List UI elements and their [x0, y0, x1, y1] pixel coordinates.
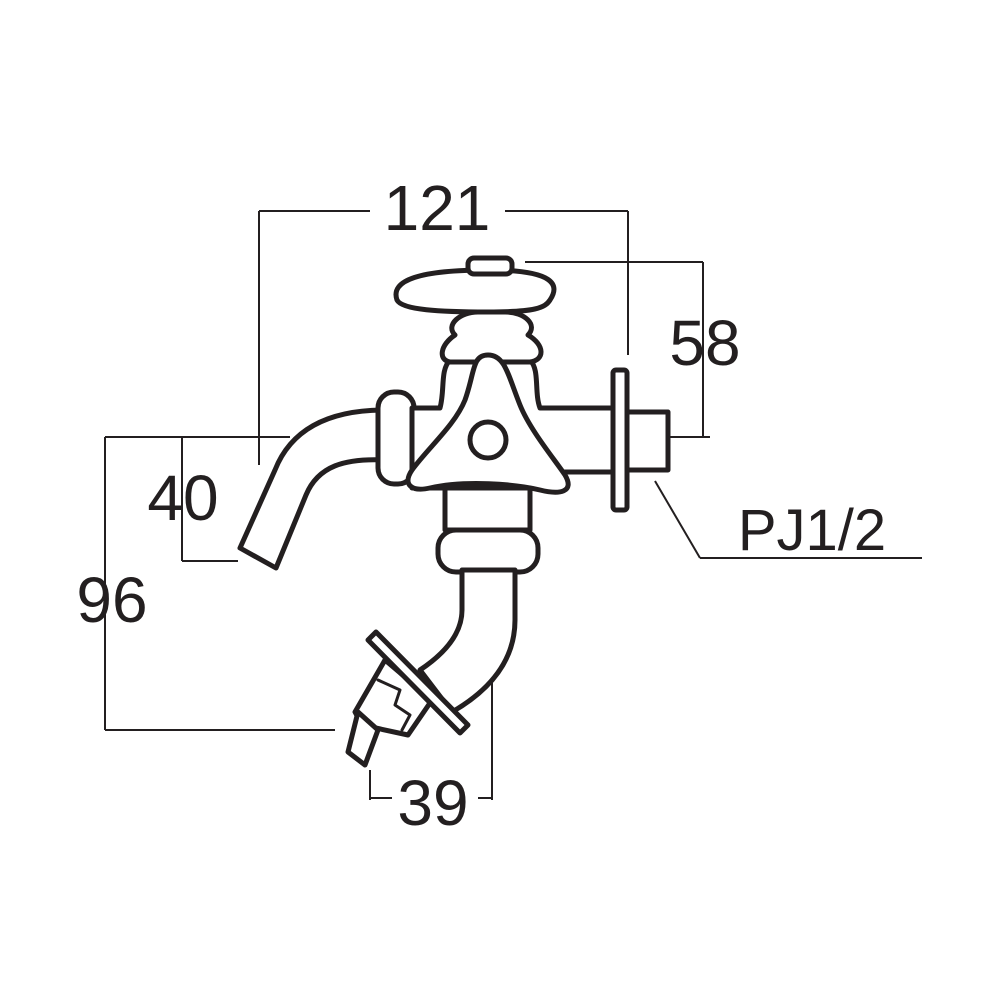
dimension-40: 40: [147, 436, 290, 562]
faucet-body: [237, 255, 671, 768]
top-handle: [393, 267, 557, 315]
handle-cap: [465, 255, 515, 277]
locking-plate: [365, 629, 471, 736]
hose-fitting-ridges: [376, 678, 412, 732]
handle-screw: [467, 419, 509, 461]
dimension-58-label: 58: [669, 307, 740, 379]
left-spout: [237, 407, 388, 571]
lower-outlet-pipe: [417, 567, 518, 715]
dimension-121-label: 121: [384, 172, 491, 244]
dimension-121: 121: [258, 172, 629, 465]
lower-body: [442, 485, 533, 533]
dimension-96: 96: [76, 436, 335, 731]
lower-collar-nut: [435, 527, 541, 575]
dimension-39-label: 39: [397, 767, 468, 839]
nozzle-tip: [345, 709, 381, 768]
thread-spec-leader: PJ1/2: [654, 480, 922, 563]
wall-flange: [610, 367, 630, 513]
dimension-39: 39: [369, 670, 493, 839]
dimension-58: 58: [525, 261, 741, 438]
left-collar-nut: [375, 389, 417, 487]
dimension-96-label: 96: [76, 564, 147, 636]
dimension-40-label: 40: [147, 462, 218, 534]
thread-spec-label: PJ1/2: [738, 498, 886, 563]
